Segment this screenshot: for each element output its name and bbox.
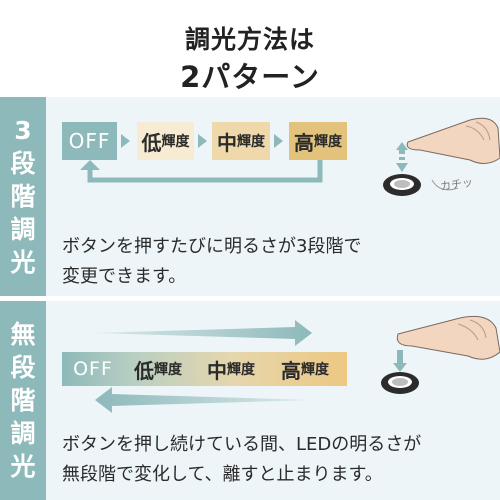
arrow-right-icon xyxy=(274,134,283,148)
section2-description: ボタンを押し続けている間、LEDの明るさが 無段階で変化して、離すと止まります。 xyxy=(62,434,422,485)
step-off: OFF xyxy=(62,122,117,160)
section-divider xyxy=(0,296,500,301)
arrow-right-icon xyxy=(121,134,130,148)
gradient-off-label: OFF xyxy=(73,358,113,380)
side-label-3-step: 3 段 階 調 光 xyxy=(0,97,46,296)
title-line2: 2パターン xyxy=(180,60,320,94)
arrow-right-icon xyxy=(198,134,207,148)
title-line1: 調光方法は xyxy=(184,25,315,54)
gradient-high-label: 高輝度 xyxy=(281,358,329,383)
gradient-low-label: 低輝度 xyxy=(134,358,182,383)
gradient-mid-label: 中輝度 xyxy=(207,358,255,383)
section1-description: ボタンを押すたびに明るさが3段階で 変更できます。 xyxy=(62,236,362,287)
step-high-brightness: 高輝度 xyxy=(289,122,347,160)
step-mid-brightness: 中輝度 xyxy=(212,122,270,160)
brightness-gradient-bar xyxy=(62,352,347,386)
side-label-stepless: 無 段 階 調 光 xyxy=(0,301,46,500)
step-low-brightness: 低輝度 xyxy=(137,122,194,160)
